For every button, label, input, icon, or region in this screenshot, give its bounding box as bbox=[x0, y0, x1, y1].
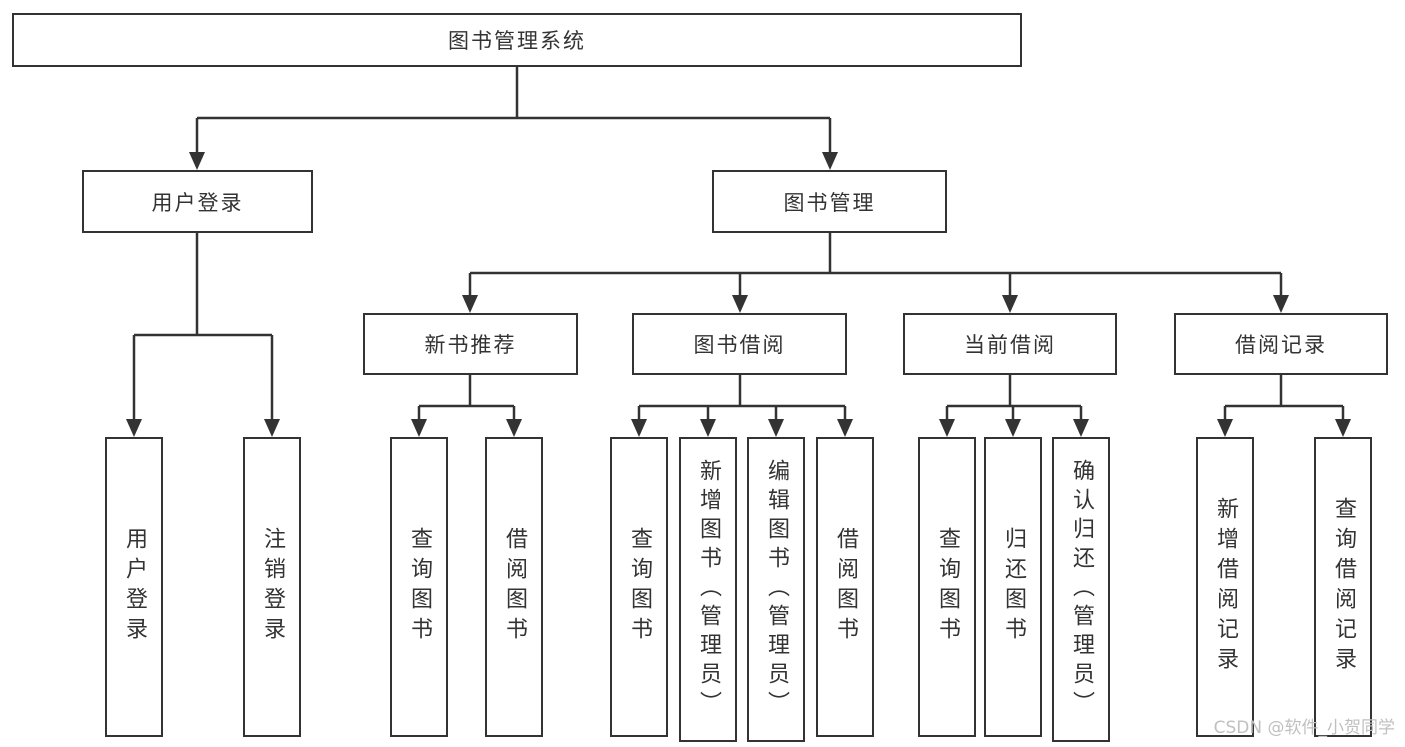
node-book-management: 图书管理 bbox=[712, 170, 947, 233]
node-user-login: 用户登录 bbox=[82, 170, 313, 233]
node-query-books-current: 查询图书 bbox=[918, 437, 976, 737]
node-borrow-books-leaf-label: 借阅图书 bbox=[833, 527, 858, 647]
node-query-books-borrow-label: 查询图书 bbox=[627, 527, 652, 647]
node-new-book-recommend: 新书推荐 bbox=[363, 313, 578, 375]
node-add-borrow-record: 新增借阅记录 bbox=[1196, 437, 1254, 737]
node-borrowing-records: 借阅记录 bbox=[1174, 313, 1388, 375]
node-book-management-label: 图书管理 bbox=[783, 190, 876, 215]
node-query-books-recommend: 查询图书 bbox=[390, 437, 448, 737]
node-user-login-leaf-label: 用户登录 bbox=[122, 527, 147, 647]
node-add-borrow-record-label: 新增借阅记录 bbox=[1213, 497, 1238, 677]
node-edit-books-admin: 编辑图书（管理员） bbox=[747, 437, 805, 742]
node-confirm-return-admin-label: 确认归还（管理员） bbox=[1069, 459, 1094, 720]
node-query-borrow-record-label: 查询借阅记录 bbox=[1331, 497, 1356, 677]
node-library-system-root: 图书管理系统 bbox=[12, 13, 1022, 67]
csdn-watermark: CSDN @软件_小贺同学 bbox=[1213, 718, 1395, 738]
node-user-login-leaf: 用户登录 bbox=[105, 437, 163, 737]
node-current-borrowing: 当前借阅 bbox=[903, 313, 1117, 375]
node-return-books-label: 归还图书 bbox=[1001, 527, 1026, 647]
node-edit-books-admin-label: 编辑图书（管理员） bbox=[764, 459, 789, 720]
node-borrow-books-recommend-label: 借阅图书 bbox=[502, 527, 527, 647]
node-logout-label: 注销登录 bbox=[260, 527, 285, 647]
node-return-books: 归还图书 bbox=[984, 437, 1042, 737]
node-query-books-recommend-label: 查询图书 bbox=[407, 527, 432, 647]
node-query-books-current-label: 查询图书 bbox=[935, 527, 960, 647]
node-borrowing-records-label: 借阅记录 bbox=[1235, 333, 1327, 357]
node-book-borrowing: 图书借阅 bbox=[632, 313, 847, 375]
node-logout: 注销登录 bbox=[243, 437, 301, 737]
node-add-books-admin-label: 新增图书（管理员） bbox=[696, 459, 721, 720]
node-new-book-recommend-label: 新书推荐 bbox=[424, 333, 517, 357]
node-current-borrowing-label: 当前借阅 bbox=[964, 333, 1056, 357]
node-library-system-root-label: 图书管理系统 bbox=[448, 29, 586, 53]
node-borrow-books-recommend: 借阅图书 bbox=[485, 437, 543, 737]
node-user-login-label: 用户登录 bbox=[151, 190, 244, 215]
node-confirm-return-admin: 确认归还（管理员） bbox=[1052, 437, 1110, 742]
node-borrow-books-leaf: 借阅图书 bbox=[816, 437, 874, 737]
node-book-borrowing-label: 图书借阅 bbox=[693, 333, 786, 357]
node-query-books-borrow: 查询图书 bbox=[610, 437, 668, 737]
node-query-borrow-record: 查询借阅记录 bbox=[1314, 437, 1372, 737]
node-add-books-admin: 新增图书（管理员） bbox=[679, 437, 737, 742]
